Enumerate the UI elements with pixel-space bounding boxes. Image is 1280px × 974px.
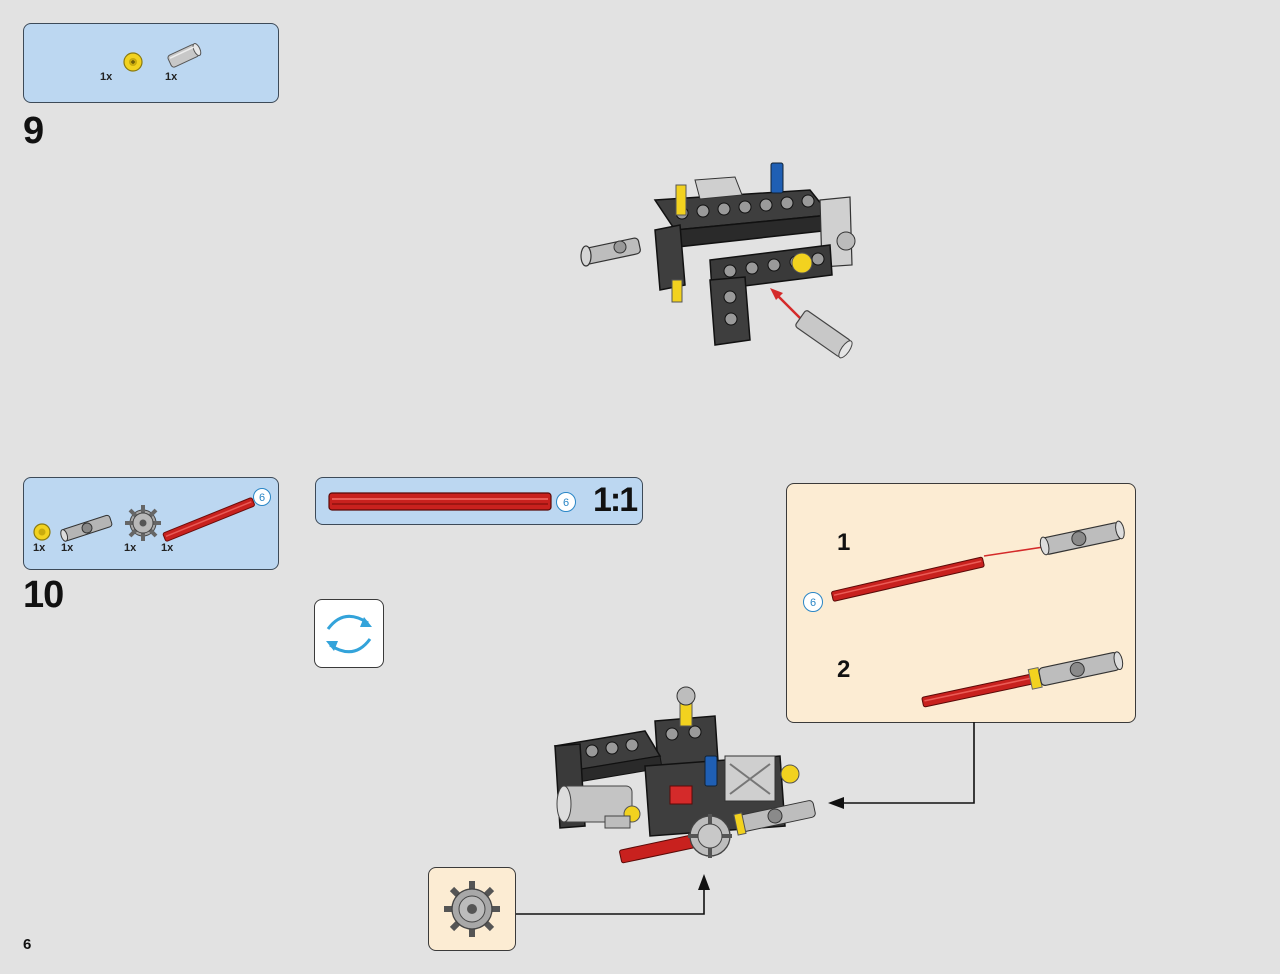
gear-icon [125,505,161,541]
yellow-bush-icon [33,523,51,541]
part-qty: 1x [61,542,74,554]
step9-model-illustration [580,162,856,359]
step-number: 10 [23,574,64,616]
part-qty: 1x [165,71,178,83]
yellow-bush-icon [123,52,143,72]
page-number: 6 [23,936,32,953]
axle-length-label: 6 [556,492,576,512]
axle-connector-icon [167,43,202,68]
step-number: 9 [23,110,44,152]
axle-with-joint-icon [921,651,1124,708]
universal-joint-icon [60,514,113,542]
universal-joint-icon [580,237,641,267]
axle-length-label: 6 [253,488,271,506]
substep-number: 1 [837,529,851,556]
gear-icon [444,881,500,937]
gear-callout-box [428,867,516,951]
step10-model-illustration [553,686,816,864]
part-qty: 1x [33,542,46,554]
callout-connector-arrow [828,722,975,809]
red-axle-icon [162,497,255,542]
red-axle-icon [328,492,552,511]
universal-joint-icon [1039,520,1125,556]
part-qty: 1x [124,542,137,554]
axle-length-label: 6 [803,592,823,612]
red-axle-icon [831,556,985,602]
subassembly-callout: 1 6 2 [786,483,1136,723]
part-qty: 1x [161,542,174,554]
part-qty: 1x [100,71,113,83]
gear-connector-arrow [516,874,710,915]
scale-label: 1:1 [593,481,638,519]
substep-number: 2 [837,656,851,683]
rotate-model-icon [326,614,372,654]
step10-parts-box: 1x 1x 1x 1x 6 [23,477,279,570]
axle-ruler-box: 6 1:1 [315,477,643,525]
step9-parts-box: 1x 1x [23,23,279,103]
rotate-model-box [314,599,384,668]
